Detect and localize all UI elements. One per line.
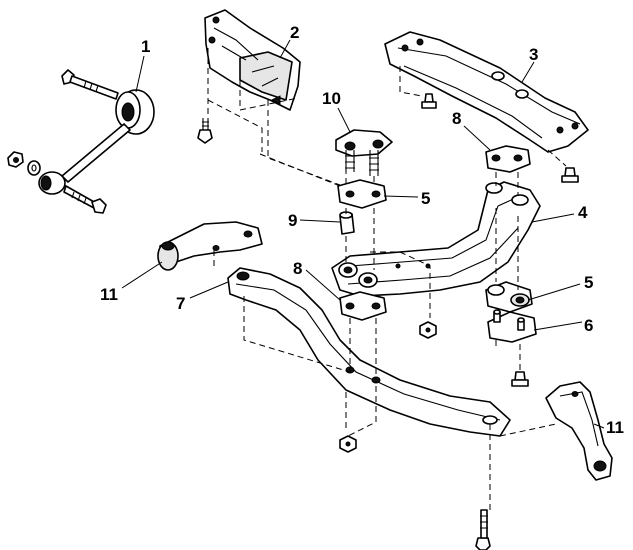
part-11-left-bracket [157,221,263,271]
callout-11-left: 11 [100,285,118,304]
callout-1: 1 [141,37,150,56]
callout-6: 6 [584,316,593,335]
dashline-4d [495,172,519,196]
callout-7: 7 [176,294,185,313]
part-9-spacer [339,211,355,235]
dashline-7g [499,423,557,437]
dashline-4a [259,153,341,187]
dashline-7c [347,386,377,437]
leader-lines [121,39,605,429]
part-8-upper-pad [485,145,531,173]
part-2-mount-bracket [197,9,301,144]
part-10-stud-plate [335,129,393,176]
dashline-2c [239,80,299,111]
part-5-upper-pad [337,179,387,209]
part-11-right-bracket [545,381,613,481]
callout-2: 2 [290,23,299,42]
dashline-3a [399,66,423,97]
part-7-long-crossmember [227,267,511,437]
part-1-torque-rod [7,69,155,214]
callout-8-lower: 8 [293,259,302,278]
callout-11-right: 11 [606,418,624,437]
callout-9: 9 [288,211,297,230]
dashline-2b [207,99,263,152]
dashline-7a [243,296,351,373]
dashline-3b [547,149,567,167]
callout-10: 10 [322,89,341,108]
callout-5-lower: 5 [584,273,593,292]
part-3-crossmember [384,31,589,183]
callout-8-upper: 8 [452,109,461,128]
lower-fasteners [339,321,529,550]
callout-3: 3 [529,45,538,64]
part-5-lower-pad [485,281,533,313]
part-8-lower-pad [339,291,387,321]
callout-4: 4 [578,203,588,222]
dashline-7b [349,318,377,378]
callout-5-upper: 5 [421,189,430,208]
dashline-4f [370,251,431,318]
dashline-2d [267,100,341,186]
part-4-transmission-crossmember [331,181,541,297]
part-6-stud-plate [487,309,537,343]
